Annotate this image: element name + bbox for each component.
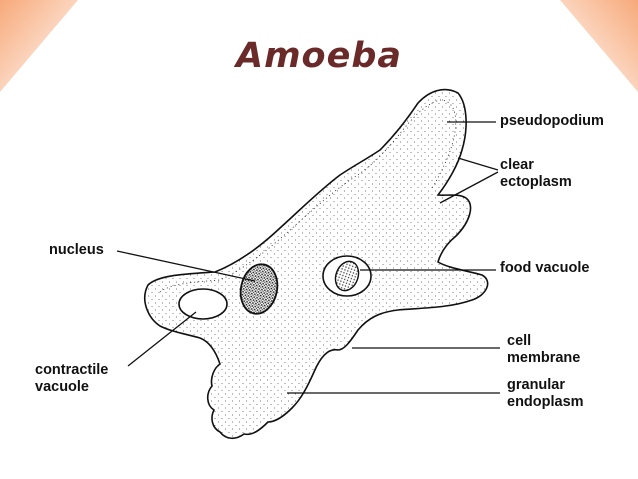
- corner-decoration-left: [0, 0, 78, 92]
- label-pseudopodium: pseudopodium: [500, 113, 604, 129]
- label-food-vacuole: food vacuole: [500, 260, 590, 276]
- corner-decoration-right: [560, 0, 638, 92]
- contractile-vacuole: [178, 288, 228, 320]
- label-clear-ectoplasm: clear ectoplasm: [500, 157, 572, 190]
- label-granular-endoplasm: granular endoplasm: [507, 377, 584, 410]
- label-nucleus: nucleus: [49, 242, 104, 258]
- label-cell-membrane: cell membrane: [507, 333, 581, 366]
- amoeba-cell-body: [144, 88, 489, 440]
- leader-line-contractile-vacuole: [127, 311, 197, 367]
- leader-line-ectoplasm-a: [457, 157, 499, 171]
- page-title: Amoeba: [235, 36, 402, 76]
- leader-line-ectoplasm-b: [439, 171, 499, 204]
- food-vacuole-inner: [334, 260, 360, 292]
- nucleus: [239, 263, 279, 315]
- leader-line-nucleus: [116, 250, 256, 282]
- label-contractile-vacuole: contractile vacuole: [35, 362, 109, 395]
- ectoplasm-boundary-line: [159, 99, 457, 293]
